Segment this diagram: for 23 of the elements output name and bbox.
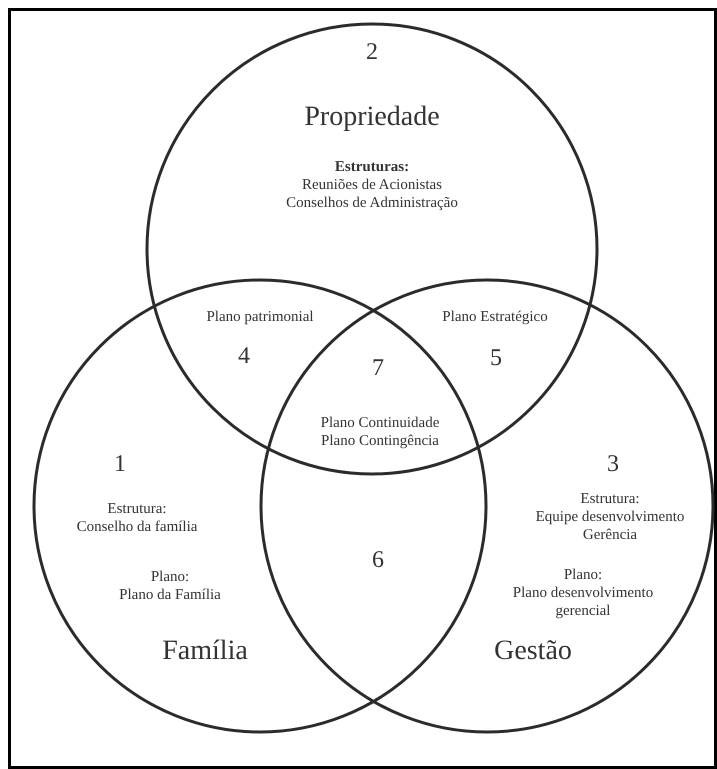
section-text: Plano desenvolvimento gerencial [512, 584, 654, 620]
region-text: Plano Estratégico [442, 308, 548, 326]
set-title: Gestão [494, 634, 572, 668]
region-number: 5 [490, 344, 502, 373]
section-heading: Estruturas: [334, 158, 410, 176]
region-number: 2 [366, 38, 378, 67]
region-number: 3 [607, 450, 619, 479]
section-text: Equipe desenvolvimento Gerência [534, 508, 686, 544]
region-text: Plano patrimonial [206, 308, 314, 326]
region-number: 7 [372, 354, 384, 383]
region-number: 1 [114, 450, 126, 479]
region-number: 6 [372, 546, 384, 575]
section-text: Plano da Família [119, 586, 221, 604]
section-heading: Plano: [150, 568, 190, 586]
region-number: 4 [238, 342, 250, 371]
section-heading: Estrutura: [107, 500, 167, 518]
section-heading: Plano: [564, 566, 602, 584]
region-text: Plano Continuidade Plano Contingência [320, 414, 440, 450]
section-heading: Estrutura: [580, 490, 640, 508]
section-text: Reuniões de Acionistas Conselhos de Administração [285, 176, 459, 212]
section-text: Conselho da família [76, 518, 198, 536]
set-title: Propriedade [304, 100, 440, 134]
set-title: Família [162, 634, 248, 668]
